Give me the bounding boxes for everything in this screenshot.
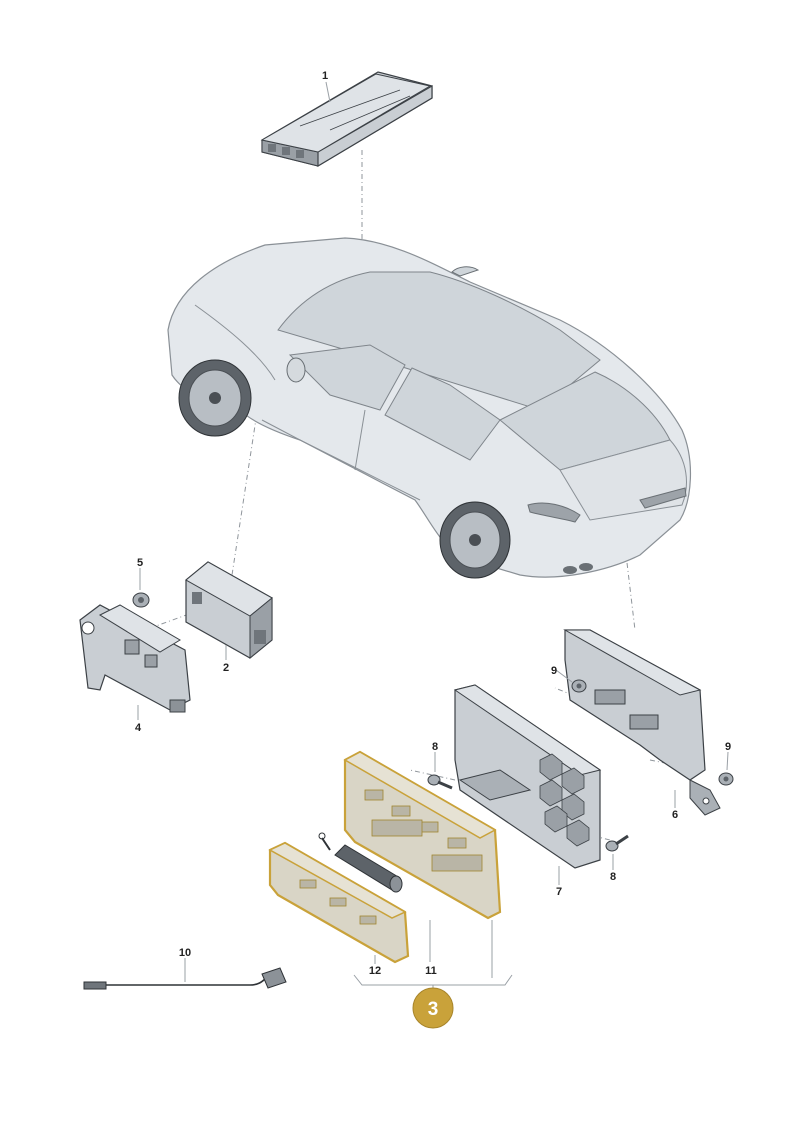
part-8-screw-b bbox=[605, 834, 629, 852]
label-5: 5 bbox=[137, 557, 143, 569]
label-6: 6 bbox=[672, 809, 678, 821]
part-12-cover bbox=[268, 841, 410, 964]
label-7: 7 bbox=[556, 886, 562, 898]
group-badge-3: 3 bbox=[412, 987, 454, 1029]
part-3-main-unit bbox=[343, 750, 502, 920]
vehicle-illustration bbox=[167, 237, 691, 579]
label-10: 10 bbox=[179, 947, 191, 959]
assembly-line-6 bbox=[609, 419, 636, 631]
assembly-line-8a bbox=[409, 769, 456, 781]
part-7-carrier bbox=[453, 684, 602, 869]
label-9-a: 9 bbox=[551, 665, 557, 677]
part-2-control-unit bbox=[185, 561, 273, 660]
part-8-screw-a bbox=[427, 774, 453, 790]
label-8-b: 8 bbox=[610, 871, 616, 883]
part-4-bracket bbox=[79, 604, 191, 713]
label-8-a: 8 bbox=[432, 741, 438, 753]
group-badge-circle bbox=[412, 987, 454, 1029]
leader-lines bbox=[137, 81, 729, 992]
label-4: 4 bbox=[135, 722, 142, 734]
part-9-nut-b bbox=[718, 772, 734, 786]
label-2: 2 bbox=[223, 662, 229, 674]
part-6-bracket bbox=[563, 629, 721, 816]
part-1-control-module bbox=[260, 71, 433, 168]
label-1: 1 bbox=[322, 70, 328, 82]
label-11: 11 bbox=[425, 965, 437, 977]
part-11-cylinder bbox=[318, 832, 403, 893]
group-badge-label: 3 bbox=[428, 999, 439, 1020]
label-12: 12 bbox=[369, 965, 381, 977]
part-10-cable bbox=[83, 967, 287, 990]
part-9-nut-a bbox=[571, 679, 587, 693]
part-5-nut bbox=[132, 592, 150, 608]
label-9-b: 9 bbox=[725, 741, 731, 753]
part-labels: 1 2 4 5 6 7 8 8 9 9 10 11 12 bbox=[135, 70, 731, 977]
